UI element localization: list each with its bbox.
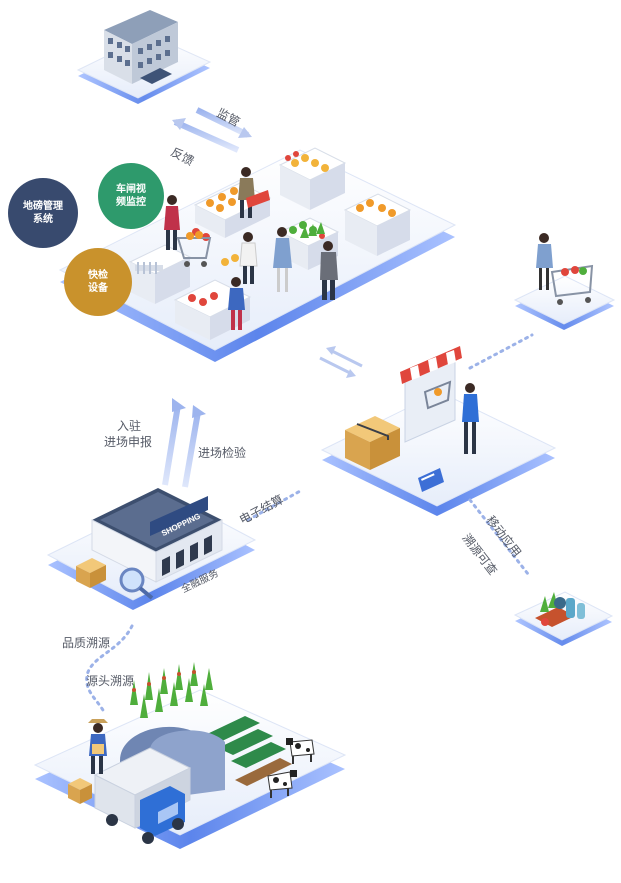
gate-video-line-2: 频监控 bbox=[116, 197, 146, 208]
shopper-platform bbox=[513, 275, 616, 330]
shoppers bbox=[135, 167, 338, 330]
scale-management-system-badge: 地磅管理系统 bbox=[8, 178, 78, 248]
mobile-shop bbox=[345, 346, 479, 492]
label-enter-apply: 进场申报 bbox=[104, 435, 153, 449]
fast-detect-line-2: 设备 bbox=[88, 283, 108, 294]
supermarket-building bbox=[76, 488, 223, 600]
government-building bbox=[104, 10, 178, 84]
farm-scene bbox=[68, 662, 315, 844]
label-quality-trace: 品质溯源 bbox=[62, 636, 111, 650]
market-ecommerce-arrows bbox=[319, 346, 363, 378]
produce-basket bbox=[535, 592, 585, 627]
label-source-trace: 源头溯源 bbox=[86, 674, 135, 688]
label-enter: 入驻 bbox=[117, 419, 142, 433]
fast-detect-line-1: 快检 bbox=[88, 270, 108, 281]
ecommerce-platform bbox=[320, 391, 557, 516]
dotted-connectors bbox=[85, 333, 534, 714]
shopper-with-cart bbox=[536, 233, 594, 305]
scale-system-line-2: 系统 bbox=[33, 214, 53, 225]
fast-detection-device-badge: 快检设备 bbox=[64, 248, 132, 316]
gate-video-line-1: 车闸视 bbox=[116, 184, 146, 195]
scale-system-line-1: 地磅管理 bbox=[23, 201, 63, 212]
supervise-feedback-arrows bbox=[172, 107, 252, 153]
label-enter-inspect: 进场检验 bbox=[198, 446, 247, 460]
supermarket-arrows bbox=[162, 398, 206, 488]
gate-video-monitoring-badge: 车闸视频监控 bbox=[98, 163, 164, 229]
